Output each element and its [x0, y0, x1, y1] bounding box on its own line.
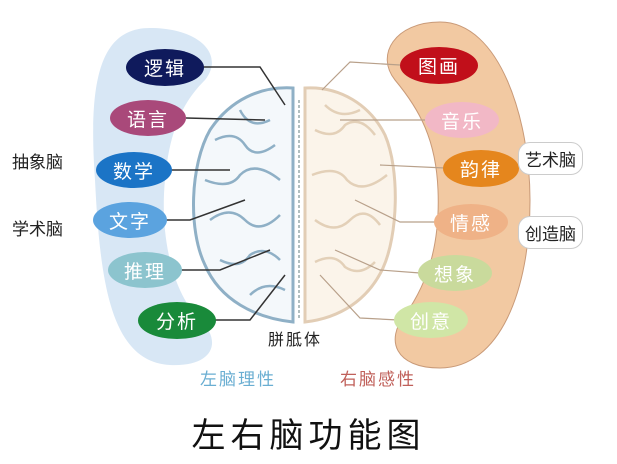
label: 音乐 — [440, 110, 483, 133]
label: 韵律 — [459, 159, 502, 181]
function-music: 音乐 — [425, 102, 499, 138]
function-math: 数学 — [96, 152, 172, 188]
function-drawing: 图画 — [400, 47, 478, 84]
right-gyri — [311, 104, 388, 273]
tag-academic-brain: 学术脑 — [6, 212, 69, 243]
tag-art-brain: 艺术脑 — [518, 142, 583, 175]
label: 情感 — [449, 212, 492, 235]
diagram-title: 左右脑功能图 — [191, 416, 426, 456]
function-writing: 文字 — [93, 202, 167, 238]
label: 语言 — [126, 108, 169, 131]
label: 数学 — [112, 160, 155, 183]
label: 创意 — [409, 310, 452, 333]
corpus-callosum-label: 胼胝体 — [268, 330, 323, 349]
label: 图画 — [417, 56, 460, 78]
tag-creative-brain: 创造脑 — [518, 216, 583, 249]
function-analysis: 分析 — [138, 302, 216, 339]
label: 想象 — [433, 263, 476, 286]
label: 逻辑 — [143, 58, 186, 80]
right-brain-caption: 右脑感性 — [340, 370, 416, 390]
left-connectors — [155, 66, 286, 321]
label: 分析 — [155, 311, 198, 333]
left-brain-caption: 左脑理性 — [200, 370, 276, 390]
left-hemisphere — [192, 86, 295, 324]
function-language: 语言 — [110, 100, 186, 136]
tag-abstract-brain: 抽象脑 — [6, 145, 69, 176]
function-reasoning: 推理 — [108, 252, 182, 288]
label: 文字 — [108, 210, 151, 233]
function-logic: 逻辑 — [126, 49, 204, 86]
function-emotion: 情感 — [434, 204, 508, 240]
function-creativity: 创意 — [394, 302, 468, 338]
label: 推理 — [123, 260, 166, 283]
function-rhythm: 韵律 — [443, 150, 519, 187]
function-imagination: 想象 — [418, 255, 492, 291]
left-gyri — [204, 109, 286, 296]
right-connectors — [319, 61, 446, 321]
